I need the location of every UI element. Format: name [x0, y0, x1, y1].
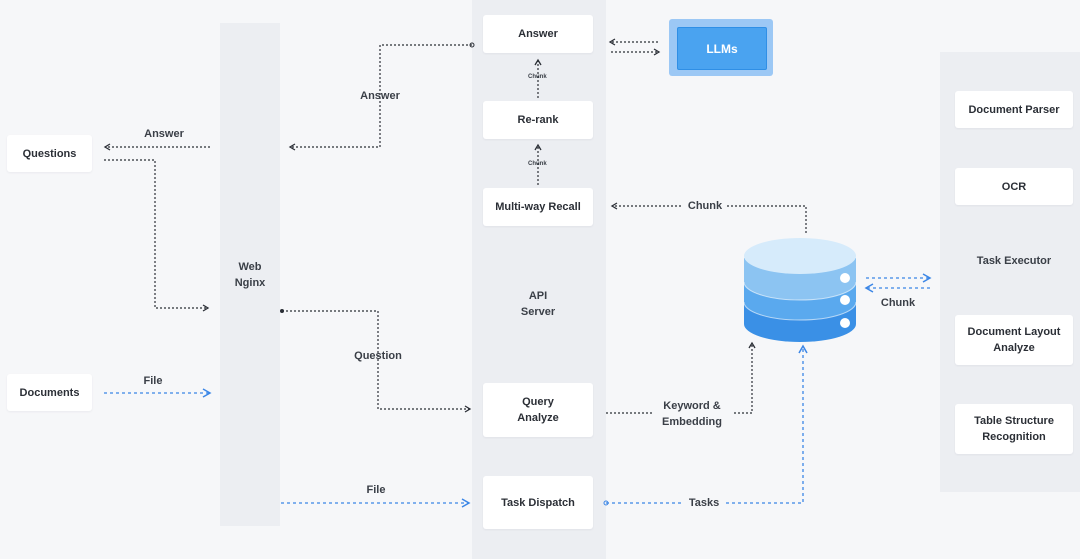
edge-db-to-recall	[610, 202, 807, 233]
edge-label-chunk-recall: Chunk	[683, 198, 727, 214]
task-dispatch-node: Task Dispatch	[483, 476, 593, 529]
documents-node: Documents	[7, 374, 92, 411]
edge-label-file-bottom: File	[366, 484, 386, 496]
web-nginx-column	[220, 23, 280, 526]
rerank-node: Re-rank	[483, 101, 593, 139]
edge-label-chunk-executor: Chunk	[880, 297, 916, 309]
edge-web-to-query	[282, 310, 472, 413]
ocr-node: OCR	[955, 168, 1073, 205]
questions-node: Questions	[7, 135, 92, 172]
edge-label-tasks: Tasks	[684, 495, 724, 511]
edge-label-chunk-upper: Chunk	[528, 74, 547, 80]
edge-questions-to-web	[104, 159, 210, 312]
document-layout-node: Document Layout Analyze	[955, 315, 1073, 365]
vector-database-icon	[743, 238, 857, 342]
edge-label-answer-top: Answer	[360, 90, 400, 102]
edge-label-file-left: File	[143, 375, 163, 387]
answer-node: Answer	[483, 15, 593, 53]
api-server-label: API Server	[520, 290, 556, 318]
table-structure-node: Table Structure Recognition	[955, 404, 1073, 454]
edge-label-keyword-embedding: Keyword & Embedding	[652, 398, 732, 430]
edge-answer-to-web	[288, 44, 472, 151]
query-analyze-node: Query Analyze	[483, 383, 593, 437]
llms-node: LLMs	[677, 27, 767, 70]
edge-label-answer-left: Answer	[144, 128, 184, 140]
web-nginx-label: Web Nginx	[234, 261, 266, 289]
api-server-column	[472, 0, 606, 559]
edge-dispatch-to-db	[606, 344, 808, 504]
multiway-recall-node: Multi-way Recall	[483, 188, 593, 226]
edge-label-question: Question	[354, 350, 402, 362]
document-parser-node: Document Parser	[955, 91, 1073, 128]
task-executor-label: Task Executor	[976, 255, 1052, 267]
edge-label-chunk-lower: Chunk	[528, 161, 547, 167]
